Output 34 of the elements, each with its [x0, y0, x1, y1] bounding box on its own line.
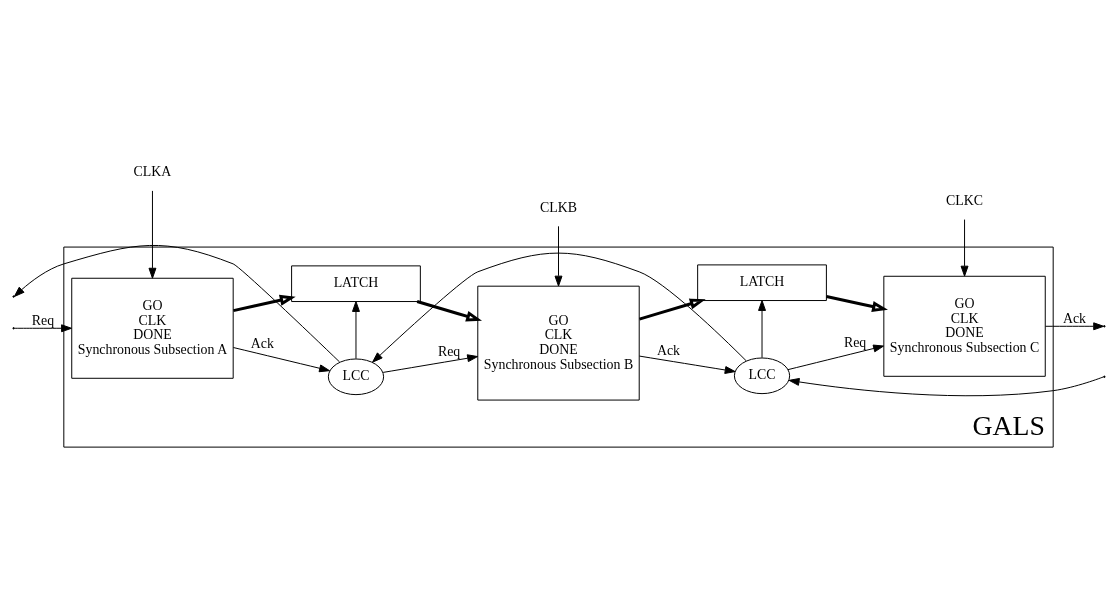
arrow: [382, 353, 479, 373]
arrow: [13, 323, 72, 332]
node-box: LATCH: [697, 263, 827, 301]
node-box: GO CLK DONE Synchronous Subsection C: [883, 275, 1046, 377]
arrow: [787, 344, 885, 370]
edge-label: Ack: [656, 342, 680, 358]
edge-label: Req: [437, 343, 461, 359]
node-box: GO CLK DONE Synchronous Subsection A: [71, 277, 234, 379]
arrow: [639, 298, 706, 321]
node-text: CLKC: [946, 192, 984, 208]
arrow: [148, 189, 157, 279]
arrow: [233, 294, 296, 312]
arrow: [758, 299, 766, 358]
arrow: [372, 252, 747, 363]
edge-label: Ack: [250, 335, 274, 351]
node-box: GO CLK DONE Synchronous Subsection B: [477, 285, 640, 401]
edge-label: Req: [843, 334, 867, 350]
arrow: [352, 300, 360, 359]
arrow: [1045, 321, 1105, 330]
edge-label: Req: [31, 312, 55, 328]
node-ellipse: LCC: [327, 357, 385, 395]
arrow: [554, 225, 563, 287]
arrow: [960, 218, 969, 277]
arrow: [232, 346, 330, 372]
arrow: [13, 244, 341, 362]
node-text: CLKA: [133, 163, 172, 179]
node-box: LATCH: [291, 264, 421, 302]
arrow: [416, 299, 483, 322]
arrow: [826, 294, 888, 312]
node-ellipse: LCC: [733, 357, 791, 394]
edge-label: Ack: [1062, 310, 1087, 326]
arrow: [638, 355, 736, 374]
node-text: CLKB: [540, 199, 577, 215]
arrow: [788, 375, 1105, 396]
